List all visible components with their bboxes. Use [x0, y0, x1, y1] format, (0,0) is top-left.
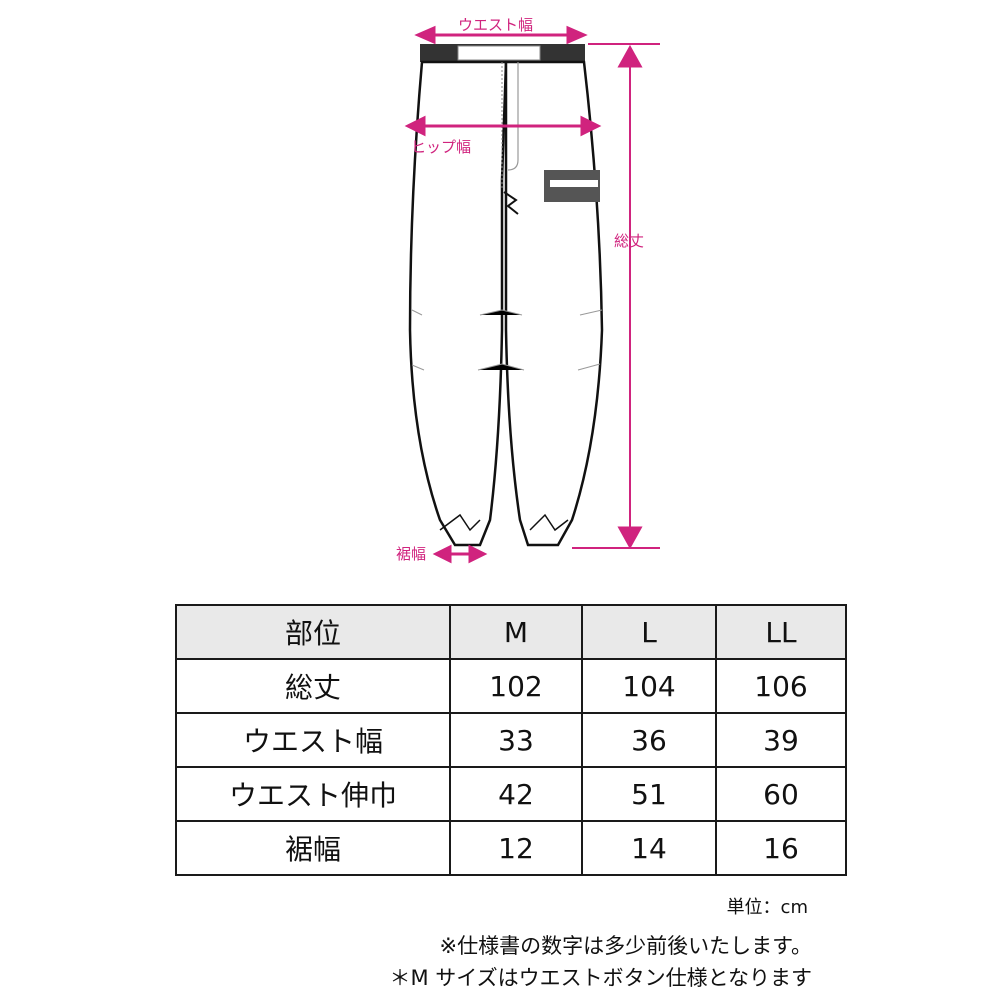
- pants-size-diagram: ウエスト幅 ヒップ幅 総丈 裾幅: [396, 16, 660, 564]
- total-length-label: 総丈: [614, 232, 645, 250]
- cell-m: 102: [449, 658, 583, 714]
- cell-ll: 60: [715, 766, 847, 822]
- spec-variance-note: ※仕様書の数字は多少前後いたします。: [439, 934, 813, 958]
- table-header-row: 部位 M L LL: [175, 604, 847, 660]
- header-size-m: M: [449, 604, 583, 660]
- m-size-button-note: ＊M サイズはウエストボタン仕様となります: [389, 966, 812, 990]
- waist-width-label: ウエスト幅: [458, 16, 534, 34]
- unit-note: 単位：cm: [726, 897, 808, 918]
- row-part: 裾幅: [175, 820, 451, 876]
- cell-l: 51: [581, 766, 717, 822]
- hem-width-label: 裾幅: [396, 545, 427, 563]
- table-row: 裾幅 12 14 16: [175, 820, 847, 876]
- row-part: 総丈: [175, 658, 451, 714]
- header-size-ll: LL: [715, 604, 847, 660]
- cell-m: 12: [449, 820, 583, 876]
- cell-ll: 39: [715, 712, 847, 768]
- cell-l: 36: [581, 712, 717, 768]
- header-part: 部位: [175, 604, 451, 660]
- row-part: ウエスト幅: [175, 712, 451, 768]
- table-row: 総丈 102 104 106: [175, 658, 847, 714]
- row-part: ウエスト伸巾: [175, 766, 451, 822]
- pants-illustration: [404, 25, 660, 564]
- cell-l: 104: [581, 658, 717, 714]
- cell-ll: 16: [715, 820, 847, 876]
- size-table: 部位 M L LL 総丈 102 104 106 ウエスト幅 33 36 39 …: [175, 604, 847, 876]
- hip-width-label: ヒップ幅: [411, 138, 472, 156]
- cell-m: 33: [449, 712, 583, 768]
- cell-ll: 106: [715, 658, 847, 714]
- cell-m: 42: [449, 766, 583, 822]
- table-row: ウエスト幅 33 36 39: [175, 712, 847, 768]
- table-row: ウエスト伸巾 42 51 60: [175, 766, 847, 822]
- header-size-l: L: [581, 604, 717, 660]
- cell-l: 14: [581, 820, 717, 876]
